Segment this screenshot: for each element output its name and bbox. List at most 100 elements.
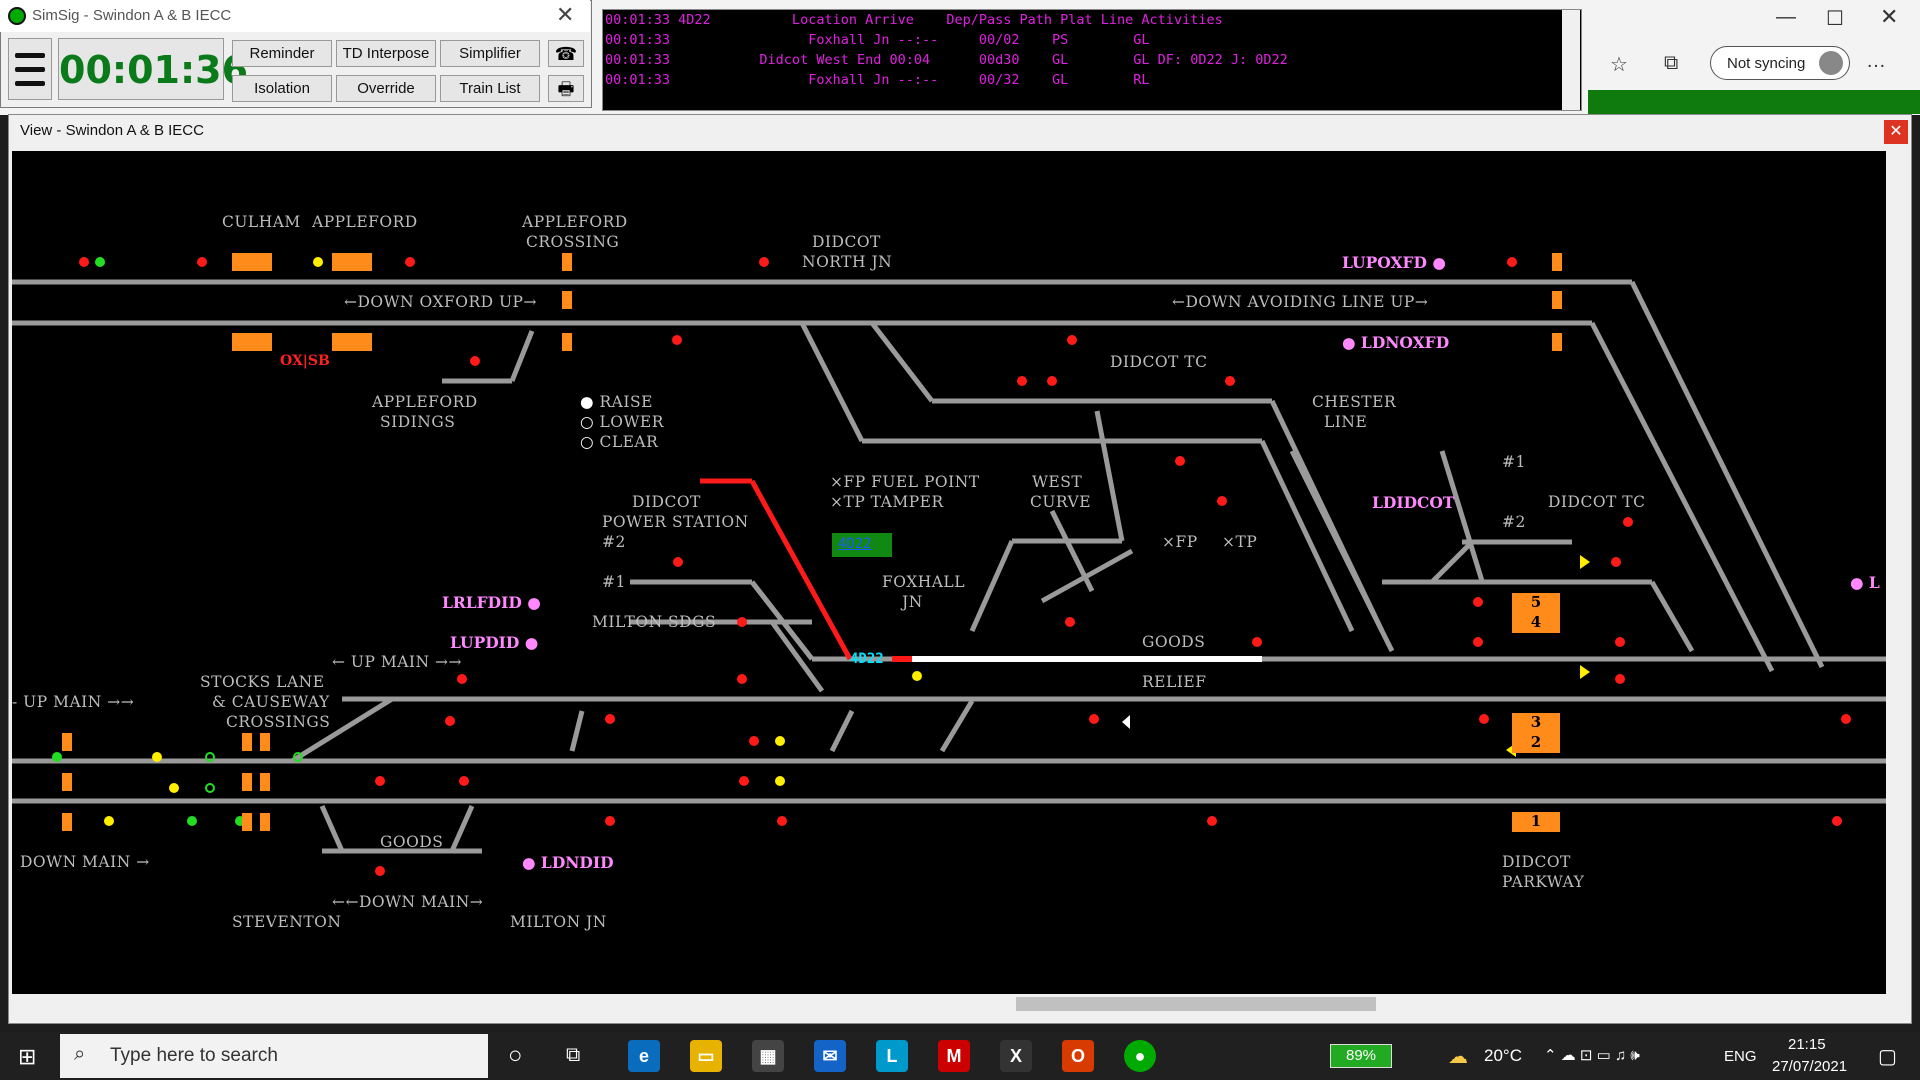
- track-segment: [769, 620, 825, 693]
- clock-time[interactable]: 21:15: [1788, 1036, 1826, 1053]
- signal-yellow: [912, 671, 922, 681]
- signal-red: [737, 674, 747, 684]
- vertical-scrollbar[interactable]: [1886, 151, 1906, 994]
- cortana-icon[interactable]: ○: [508, 1042, 523, 1069]
- message-scrollbar[interactable]: [1562, 10, 1580, 110]
- not-syncing-label: Not syncing: [1727, 55, 1806, 72]
- signal-red: [1207, 816, 1217, 826]
- signal-red: [759, 257, 769, 267]
- platform-1[interactable]: 1: [1512, 812, 1560, 832]
- track-segment: [1259, 439, 1355, 633]
- signal-red: [1473, 637, 1483, 647]
- signalling-panel[interactable]: 5 4 3 2 1 CULHAM APPLEFORD APPLEFORD CRO…: [12, 151, 1886, 994]
- language-label[interactable]: ENG: [1724, 1048, 1757, 1065]
- crossing-block: [332, 253, 372, 271]
- track-segment: [799, 321, 865, 443]
- track-segment: [870, 321, 934, 403]
- siding-2-label: #2: [602, 533, 626, 551]
- battery-indicator[interactable]: 89%: [1330, 1044, 1392, 1068]
- platform-3[interactable]: 3: [1512, 713, 1560, 733]
- goods-top-label: GOODS: [1142, 633, 1206, 651]
- horizontal-scrollbar[interactable]: [12, 994, 1886, 1014]
- signal-red: [1017, 376, 1027, 386]
- file-explorer-icon[interactable]: ▭: [690, 1040, 722, 1072]
- crossing-block: [260, 733, 270, 751]
- telephone-icon[interactable]: ☎: [548, 40, 584, 67]
- train-list-button[interactable]: Train List: [440, 75, 540, 102]
- xbox-icon[interactable]: X: [1000, 1040, 1032, 1072]
- location-edge[interactable]: ● L: [1850, 573, 1880, 592]
- platform-2[interactable]: 2: [1512, 733, 1560, 753]
- windows-start-icon[interactable]: ⊞: [18, 1044, 37, 1069]
- store-icon[interactable]: ▦: [752, 1040, 784, 1072]
- simsig-titlebar: [0, 0, 590, 32]
- edge-browser-icon[interactable]: e: [628, 1040, 660, 1072]
- simplifier-button[interactable]: Simplifier: [440, 40, 540, 67]
- ox-sb-label: OX|SB: [280, 353, 330, 369]
- signal-red: [445, 716, 455, 726]
- clock-date[interactable]: 27/07/2021: [1772, 1058, 1848, 1075]
- simsig-close-icon[interactable]: ✕: [556, 2, 575, 27]
- override-button[interactable]: Override: [336, 75, 436, 102]
- track-segment: [1629, 280, 1825, 669]
- hamburger-menu-icon[interactable]: [8, 38, 52, 100]
- signal-red: [459, 776, 469, 786]
- signal-red: [749, 736, 759, 746]
- crossing-block: [562, 253, 572, 271]
- track-segment: [1430, 540, 1474, 584]
- crossing-block: [332, 333, 372, 351]
- not-syncing-button[interactable]: Not syncing: [1710, 46, 1850, 80]
- reminder-button[interactable]: Reminder: [232, 40, 332, 67]
- maximize-icon[interactable]: ☐: [1826, 8, 1844, 30]
- task-view-icon[interactable]: ⧉: [566, 1044, 581, 1066]
- td-interpose-button[interactable]: TD Interpose: [336, 40, 436, 67]
- simsig-logo-icon: [8, 7, 26, 25]
- office-icon[interactable]: O: [1062, 1040, 1094, 1072]
- track-segment: [1289, 449, 1395, 653]
- train-berth-green[interactable]: 4D22: [832, 533, 892, 557]
- isolation-button[interactable]: Isolation: [232, 75, 332, 102]
- signal-red: [197, 257, 207, 267]
- platform-5[interactable]: 5: [1512, 593, 1560, 613]
- appleford-crossing-label: CROSSING: [526, 233, 620, 251]
- view-title: View - Swindon A & B IECC: [20, 122, 204, 139]
- mail-icon[interactable]: ✉: [814, 1040, 846, 1072]
- track-segment: [449, 804, 475, 853]
- location-ldndid[interactable]: ● LDNDID: [522, 853, 614, 872]
- more-icon[interactable]: …: [1866, 50, 1886, 72]
- favorites-icon[interactable]: ☆: [1610, 54, 1628, 76]
- tray-icons[interactable]: ⌃ ☁ ⊡ ▭ ♫ 🕪: [1544, 1047, 1640, 1064]
- crossing-block: [562, 333, 572, 351]
- collections-icon[interactable]: ⧉: [1664, 52, 1679, 74]
- location-ldidcot[interactable]: LDIDCOT: [1372, 493, 1455, 512]
- didcot-parkway-label: PARKWAY: [1502, 873, 1585, 891]
- weather-icon[interactable]: ☁: [1448, 1046, 1468, 1068]
- train-headcode[interactable]: 4D22: [850, 651, 884, 667]
- notification-icon[interactable]: ▢: [1878, 1046, 1897, 1068]
- platform-4[interactable]: 4: [1512, 613, 1560, 633]
- horizontal-scroll-thumb[interactable]: [1016, 997, 1376, 1011]
- taskbar-search[interactable]: Type here to search: [60, 1034, 488, 1078]
- search-icon: ⌕: [74, 1043, 86, 1065]
- signal-red: [375, 776, 385, 786]
- crossing-block: [232, 333, 272, 351]
- track-segment: [1439, 450, 1485, 582]
- location-lrlfdid[interactable]: LRLFDID ●: [442, 593, 541, 612]
- indicator-triangle: [1122, 715, 1130, 729]
- close-icon[interactable]: ✕: [1880, 4, 1899, 29]
- track-segment: [1649, 580, 1695, 653]
- location-lupdid[interactable]: LUPDID ●: [450, 633, 539, 652]
- signal-red: [605, 714, 615, 724]
- track-segment: [939, 699, 975, 753]
- location-lupoxfd[interactable]: LUPOXFD ●: [1342, 253, 1446, 272]
- view-close-icon[interactable]: ✕: [1884, 120, 1908, 144]
- l-app-icon[interactable]: L: [876, 1040, 908, 1072]
- mcafee-icon[interactable]: M: [938, 1040, 970, 1072]
- crossing-block: [562, 291, 572, 309]
- printer-icon[interactable]: 🖶: [548, 75, 584, 102]
- simsig-taskbar-icon[interactable]: ●: [1124, 1040, 1156, 1072]
- didcot-ps-label: DIDCOT: [632, 493, 701, 511]
- location-ldnoxfd[interactable]: ● LDNOXFD: [1342, 333, 1450, 352]
- minimize-icon[interactable]: —: [1776, 6, 1796, 28]
- message-log[interactable]: 00:01:33 4D22 Location Arrive Dep/Pass P…: [602, 9, 1582, 111]
